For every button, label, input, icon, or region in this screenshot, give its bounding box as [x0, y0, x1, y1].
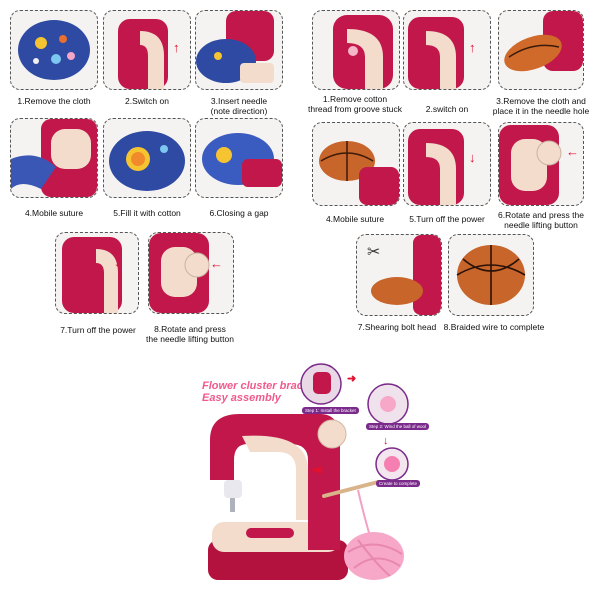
- step-caption: 5.Fill it with cotton: [113, 208, 181, 218]
- right-step-6: ← 6.Rotate and press the needle lifting …: [494, 122, 592, 232]
- step-image-frame: [312, 122, 400, 206]
- arrow-icon: ↓: [469, 150, 476, 165]
- scissors-icon: ✂: [367, 235, 441, 315]
- hero-title: Flower cluster bracket Easy assembly: [202, 380, 319, 404]
- right-step-8: 8.Braided wire to complete: [444, 234, 544, 344]
- step-caption: 5.Turn off the power: [409, 214, 485, 224]
- step-image-frame: [10, 10, 98, 90]
- svg-text:✂: ✂: [367, 242, 380, 261]
- left-step-5: 5.Fill it with cotton: [103, 118, 191, 223]
- step-mini-image: [367, 383, 409, 425]
- step-caption: 6.Rotate and press the needle lifting bu…: [497, 210, 584, 230]
- step-mini-image: [300, 363, 342, 405]
- step-caption: 8.Braided wire to complete: [443, 322, 545, 332]
- step-caption: 3.Insert needle (note direction): [210, 96, 268, 116]
- step-mini-image: [375, 447, 409, 481]
- step-caption: 7.Turn off the power: [60, 325, 136, 335]
- sewing-machine-icon: [11, 119, 97, 197]
- left-step-6: 6.Closing a gap: [195, 118, 283, 223]
- sewing-machine-icon: [149, 233, 210, 313]
- step-caption: 2.switch on: [425, 104, 469, 114]
- left-step-3: 3.Insert needle (note direction): [195, 10, 283, 120]
- step-image-frame: [10, 118, 98, 198]
- left-step-2: ↑ 2.Switch on: [103, 10, 191, 110]
- step-caption: 8.Rotate and press the needle lifting bu…: [146, 324, 234, 344]
- left-step-7: ↓ 7.Turn off the power: [52, 232, 147, 342]
- basketball-icon: [319, 141, 399, 205]
- arrow-icon: ↑: [469, 40, 476, 55]
- left-step-1: 1.Remove the cloth: [10, 10, 98, 110]
- arrow-icon: ←: [210, 256, 223, 271]
- right-step-1: 1.Remove cotton thread from groove stuck: [308, 10, 402, 122]
- basketball-icon: [504, 11, 583, 72]
- step-image-frame: [403, 10, 491, 90]
- arrow-icon: ➜: [347, 373, 357, 385]
- step-image-frame: [195, 118, 283, 198]
- step-image-frame: [498, 122, 584, 206]
- sewing-machine-icon: [408, 17, 464, 89]
- sewing-machine-icon: [118, 19, 168, 89]
- sewing-machine-icon: [333, 15, 393, 89]
- right-step-5: ↓ 5.Turn off the power: [403, 122, 491, 232]
- step-image-frame: [448, 234, 534, 316]
- arrow-icon: ←: [566, 144, 579, 159]
- arrow-icon: ↓: [114, 254, 121, 269]
- step-caption: 1.Remove the cloth: [17, 96, 91, 106]
- arrow-icon: ↓: [383, 435, 389, 447]
- sewing-machine-icon: [408, 129, 464, 205]
- sewing-machine-icon: [62, 237, 122, 313]
- step-caption: 6.Closing a gap: [209, 208, 269, 218]
- space-cloth-icon: [18, 20, 90, 80]
- yarn-ball-icon: [322, 480, 404, 580]
- step-image-frame: [55, 232, 139, 314]
- right-step-4: 4.Mobile suture: [308, 122, 402, 232]
- space-cloth-icon: [202, 133, 282, 187]
- step-image-frame: [403, 122, 491, 206]
- step-image-frame: [103, 118, 191, 198]
- mini-step-3: Create to complete: [376, 480, 421, 487]
- step-image-frame: [498, 10, 584, 90]
- step-image-frame: [312, 10, 400, 90]
- arrow-icon: ↑: [173, 40, 180, 55]
- right-step-7: ✂ 7.Shearing bolt head: [352, 234, 442, 344]
- mini-step-2: Step 2: Wind the ball of wool: [366, 423, 430, 430]
- step-image-frame: [103, 10, 191, 90]
- step-caption: 3.Remove the cloth and place it in the n…: [492, 96, 590, 116]
- step-caption: 4.Mobile suture: [325, 214, 385, 224]
- step-caption: 4.Mobile suture: [24, 208, 84, 218]
- space-cloth-icon: [109, 131, 185, 191]
- hero-title-line1: Flower cluster bracket: [202, 380, 319, 392]
- step-caption: 1.Remove cotton thread from groove stuck: [308, 94, 403, 114]
- left-step-8: ← 8.Rotate and press the needle lifting …: [140, 232, 250, 352]
- left-step-4: 4.Mobile suture: [10, 118, 98, 223]
- step-caption: 7.Shearing bolt head: [357, 322, 437, 332]
- step-image-frame: ✂: [356, 234, 442, 316]
- step-caption: 2.Switch on: [125, 96, 169, 106]
- sewing-machine-icon: [196, 11, 274, 83]
- right-step-2: ↑ 2.switch on: [403, 10, 491, 122]
- step-image-frame: [148, 232, 234, 314]
- step-image-frame: [195, 10, 283, 90]
- sewing-machine-icon: [208, 414, 348, 580]
- mini-step-1: Step 1: Install the bracket: [302, 407, 359, 414]
- sewing-machine-icon: [499, 125, 562, 205]
- hero-title-line2: Easy assembly: [202, 392, 281, 404]
- basketball-icon: [456, 245, 526, 305]
- right-step-3: 3.Remove the cloth and place it in the n…: [493, 10, 592, 122]
